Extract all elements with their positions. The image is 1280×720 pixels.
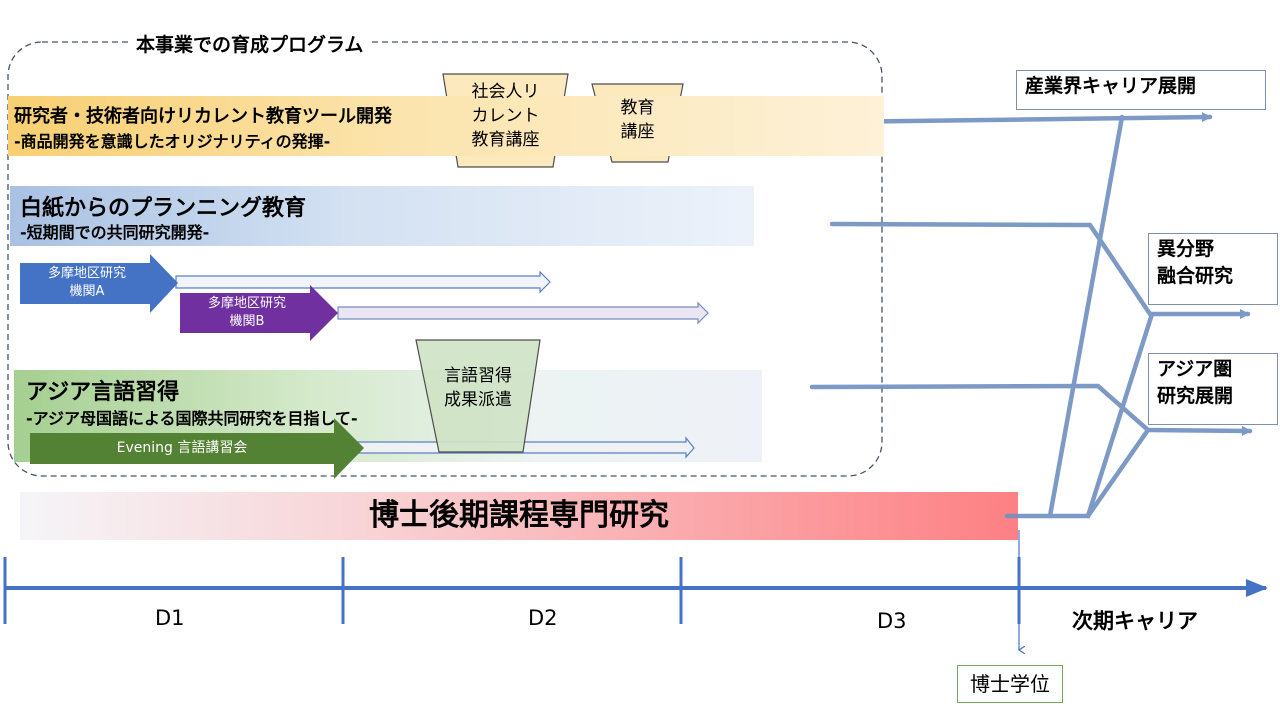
timeline-next-career: 次期キャリア [1072, 609, 1198, 633]
recurrent-subtitle: -商品開発を意識したオリジナリティの発揮- [14, 132, 331, 151]
flow-line-doctoral-branch [1047, 311, 1155, 519]
course-trapezoid-dispatch [415, 339, 541, 453]
flow-line-doctoral-asia [1085, 427, 1151, 519]
recurrent-title: 研究者・技術者向けリカレント教育ツール開発 [14, 106, 392, 127]
planning-title: 白紙からのプランニング教育 [20, 196, 307, 221]
flow-line-industry [832, 112, 1213, 125]
flow-line-interdisciplinary [829, 221, 1251, 319]
institution-arrow-a [20, 254, 178, 313]
planning-subtitle: -短期間での共同研究開発- [20, 223, 210, 242]
asia-language-subtitle: -アジア母国語による国際共同研究を目指して- [26, 409, 358, 428]
timeline-d1: D1 [155, 606, 185, 630]
planning-band [10, 186, 754, 246]
program-frame [7, 41, 883, 477]
institution-arrow-b [180, 285, 338, 341]
institution-a-label: 多摩地区研究 機関A [47, 266, 126, 299]
dispatch-label: 言語習得 成果派遣 [444, 366, 512, 410]
career-asia: アジア圏 研究展開 [1148, 353, 1278, 425]
evening-arrow [30, 418, 364, 479]
course-education-label: 教育 講座 [620, 98, 655, 142]
career-interdisciplinary: 異分野 融合研究 [1148, 233, 1278, 305]
recurrent-band [8, 96, 884, 156]
timeline-d3: D3 [877, 609, 907, 633]
program-title: 本事業での育成プログラム [130, 30, 370, 57]
evening-course-label: Evening 言語講習会 [116, 440, 248, 456]
progress-arrow-a [175, 270, 551, 294]
progress-arrow-b [337, 301, 709, 325]
timeline-d2: D2 [528, 606, 558, 630]
institution-b-label: 多摩地区研究 機関B [207, 296, 286, 329]
doctoral-title: 博士後期課程専門研究 [369, 498, 669, 533]
doctoral-degree-box: 博士学位 [957, 665, 1063, 703]
course-recurrent-label: 社会人リ カレント 教育講座 [471, 82, 540, 150]
asia-language-title: アジア言語習得 [26, 380, 180, 405]
career-industry: 産業界キャリア展開 [1016, 70, 1266, 110]
